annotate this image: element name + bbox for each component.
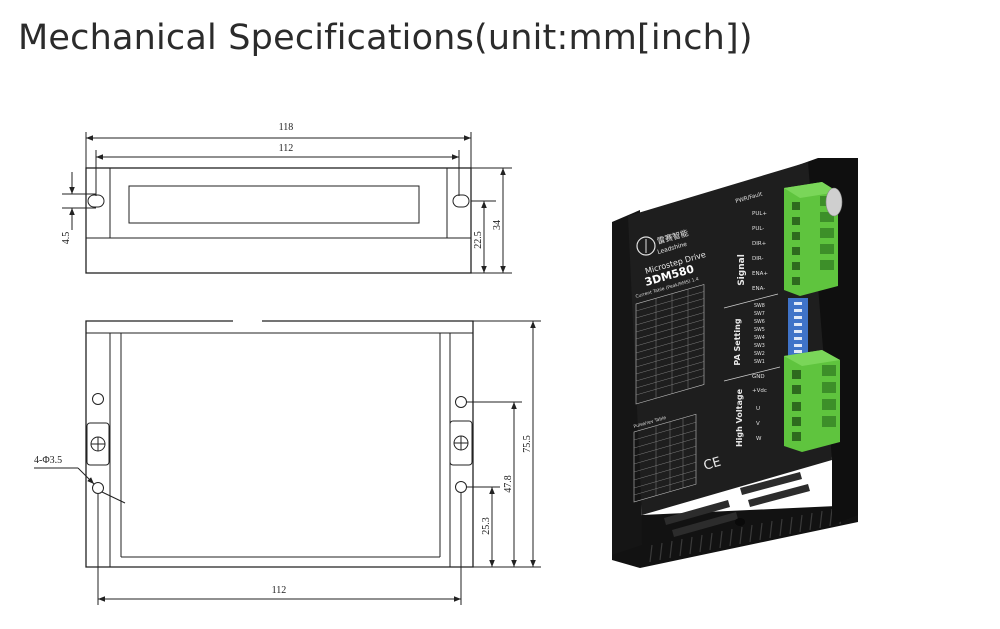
left-screw-tab bbox=[86, 422, 110, 466]
dim-34-label: 34 bbox=[492, 220, 503, 230]
pin-w: W bbox=[756, 436, 762, 442]
hole-spec-label: 4-Φ3.5 bbox=[34, 455, 62, 466]
dip-switch bbox=[788, 298, 808, 356]
dim-112-bottom-label: 112 bbox=[272, 585, 287, 596]
left-lower-hole bbox=[92, 482, 104, 494]
right-mount-slot bbox=[452, 194, 470, 208]
front-view: 4-Φ3.5 75.5 47.8 25.3 112 bbox=[34, 320, 541, 605]
top-view: 118 112 4.5 22.5 34 bbox=[61, 122, 512, 274]
page-title: Mechanical Specifications(unit:mm[inch]) bbox=[18, 18, 753, 58]
dim-47-8-label: 47.8 bbox=[503, 475, 514, 493]
svg-text:SW7: SW7 bbox=[754, 311, 765, 317]
front-view-outline bbox=[85, 320, 474, 568]
ce-mark: CE bbox=[702, 455, 723, 474]
left-mount-slot bbox=[87, 194, 105, 208]
product-photo: 雷赛智能 Leadshine Microstep Drive 3DM580 Cu… bbox=[612, 158, 858, 568]
pin-gnd: GND bbox=[752, 374, 765, 380]
power-terminal-block bbox=[784, 350, 840, 452]
pin-ena-plus: ENA+ bbox=[752, 271, 768, 277]
dim-75-5-label: 75.5 bbox=[522, 435, 533, 453]
signal-pins: PUL+ PUL- DIR+ DIR- ENA+ ENA- bbox=[752, 211, 768, 292]
top-view-outline bbox=[85, 167, 472, 274]
svg-text:SW2: SW2 bbox=[754, 351, 765, 357]
pin-vdc: +Vdc bbox=[752, 388, 767, 394]
dim-25-3-label: 25.3 bbox=[481, 517, 492, 535]
heatsink-fins bbox=[649, 506, 843, 563]
signal-group-label: Signal bbox=[737, 254, 747, 286]
left-upper-hole bbox=[92, 393, 104, 405]
dim-22-5-label: 22.5 bbox=[473, 231, 484, 249]
right-upper-hole bbox=[455, 396, 467, 408]
svg-text:SW1: SW1 bbox=[754, 359, 765, 365]
pin-dir-minus: DIR- bbox=[752, 256, 763, 262]
svg-text:SW4: SW4 bbox=[754, 335, 765, 341]
dim-4-5-label: 4.5 bbox=[61, 232, 72, 245]
pin-u: U bbox=[756, 406, 760, 412]
svg-text:SW3: SW3 bbox=[754, 343, 765, 349]
dim-118-label: 118 bbox=[279, 122, 294, 133]
setting-group-label: PA Setting bbox=[733, 318, 742, 365]
pin-ena-minus: ENA- bbox=[752, 286, 765, 292]
pulse-table bbox=[633, 413, 697, 503]
pin-v: V bbox=[756, 421, 760, 427]
current-table bbox=[635, 284, 705, 405]
right-screw-tab bbox=[449, 420, 473, 466]
brand-logo-icon bbox=[636, 236, 656, 256]
signal-terminal-block bbox=[784, 182, 838, 296]
top-view-window bbox=[128, 185, 420, 224]
switch-labels: SW8 SW7 SW6 SW5 SW4 SW3 SW2 SW1 bbox=[754, 303, 765, 365]
dim-112-top-label: 112 bbox=[279, 143, 294, 154]
pin-pul-plus: PUL+ bbox=[752, 211, 767, 217]
svg-text:SW5: SW5 bbox=[754, 327, 765, 333]
pin-dir-plus: DIR+ bbox=[752, 241, 767, 247]
pin-pul-minus: PUL- bbox=[752, 226, 764, 232]
power-group-label: High Voltage bbox=[735, 388, 744, 447]
svg-text:SW6: SW6 bbox=[754, 319, 765, 325]
svg-text:SW8: SW8 bbox=[754, 303, 765, 309]
right-lower-hole bbox=[455, 481, 467, 493]
driver-front-face bbox=[628, 162, 832, 515]
power-pins: GND +Vdc U V W bbox=[752, 374, 767, 442]
